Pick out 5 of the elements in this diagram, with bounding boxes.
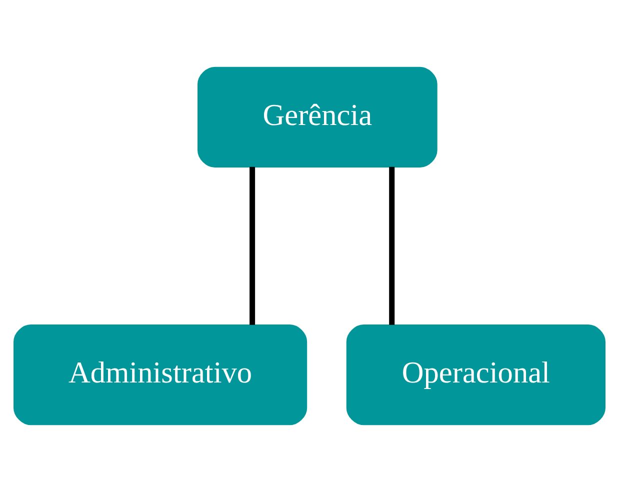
node-box: Gerência	[198, 66, 438, 168]
connector	[389, 166, 395, 325]
node-box: Operacional	[346, 324, 606, 426]
connector	[250, 166, 256, 325]
node-box: Administrativo	[14, 324, 308, 426]
